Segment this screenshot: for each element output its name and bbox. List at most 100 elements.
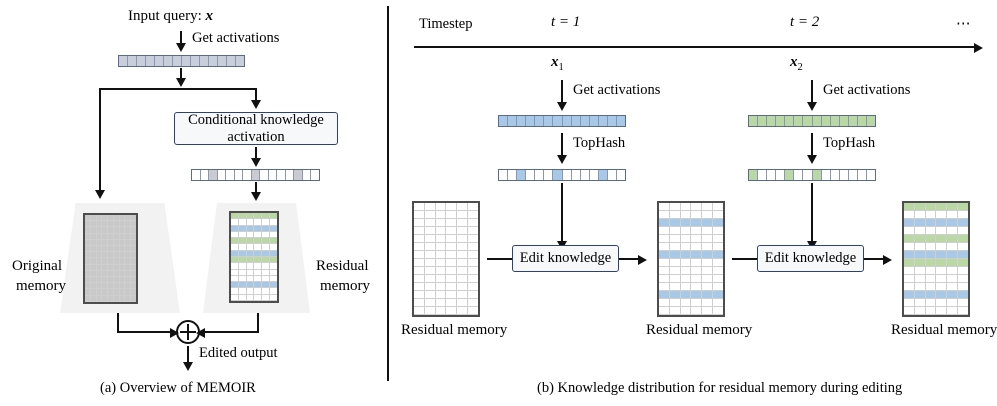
memory-grid-cell bbox=[246, 219, 255, 226]
memory-grid-cell bbox=[96, 264, 103, 271]
tophash-label-t1: TopHash bbox=[573, 135, 626, 151]
memory-grid-cell bbox=[108, 239, 114, 247]
memory-grid-cell bbox=[958, 211, 968, 219]
vector-cell bbox=[767, 170, 777, 180]
memory-grid-row bbox=[659, 267, 723, 275]
vector-cell bbox=[302, 170, 312, 180]
memory-grid-cell bbox=[270, 250, 277, 257]
memory-grid-cell bbox=[424, 267, 436, 275]
memory-grid-cell bbox=[238, 250, 247, 257]
memory-grid-cell bbox=[414, 299, 425, 307]
conditional-knowledge-activation-box[interactable]: Conditional knowledge activation bbox=[174, 112, 338, 145]
memory-grid-cell bbox=[231, 256, 239, 264]
memory-grid-cell bbox=[669, 219, 681, 227]
edit-knowledge-box-1[interactable]: Edit knowledge bbox=[512, 245, 619, 272]
timestep-1-label: t = 1 bbox=[551, 14, 581, 30]
memory-grid-cell bbox=[468, 291, 478, 299]
timestep-ellipsis: ⋯ bbox=[956, 16, 971, 32]
memory-grid-cell bbox=[435, 243, 447, 251]
memory-grid-cell bbox=[680, 259, 692, 267]
memory-grid-cell bbox=[435, 211, 447, 219]
memory-grid-cell bbox=[262, 231, 271, 239]
memory-grid-cell bbox=[254, 288, 263, 295]
memory-grid-cell bbox=[435, 235, 447, 243]
memory-grid-cell bbox=[414, 291, 425, 299]
memory-grid-row bbox=[414, 251, 478, 259]
memory-grid-cell bbox=[270, 282, 277, 289]
memory-grid-cell bbox=[914, 259, 926, 267]
memory-grid-cell bbox=[925, 275, 937, 283]
memory-grid-row bbox=[414, 259, 478, 267]
vector-cell bbox=[803, 116, 813, 126]
edit2-to-grid2-arrow bbox=[883, 254, 892, 265]
memory-grid-cell bbox=[659, 259, 670, 267]
tophash-shaft-t1 bbox=[561, 133, 564, 157]
memory-grid-cell bbox=[414, 227, 425, 235]
memory-grid-cell bbox=[108, 221, 114, 228]
memory-grid-cell bbox=[102, 221, 109, 228]
memory-grid-row bbox=[414, 283, 478, 291]
memory-grid-cell bbox=[90, 227, 97, 234]
memory-grid-cell bbox=[424, 203, 436, 211]
memory-grid-cell bbox=[125, 283, 132, 290]
memory-grid-cell bbox=[424, 291, 436, 299]
memory-grid-cell bbox=[680, 203, 692, 211]
memory-grid-cell bbox=[457, 203, 469, 211]
memory-grid-cell bbox=[958, 291, 968, 299]
right-branch-arrow-a bbox=[250, 100, 261, 109]
memory-grid-cell bbox=[113, 227, 120, 234]
vector-cell bbox=[236, 56, 244, 66]
edited-output-shaft bbox=[187, 346, 190, 364]
memory-grid-cell bbox=[231, 250, 239, 257]
memory-grid-cell bbox=[669, 299, 681, 307]
memory-grid-cell bbox=[925, 243, 937, 251]
vector-cell bbox=[758, 116, 768, 126]
memory-grid-cell bbox=[691, 235, 703, 243]
activation-vector-t2 bbox=[748, 115, 876, 127]
memory-grid-cell bbox=[904, 283, 915, 291]
memory-grid-cell bbox=[424, 235, 436, 243]
memory-grid-cell bbox=[713, 243, 723, 251]
memory-grid-cell bbox=[96, 215, 103, 222]
edited-output-label: Edited output bbox=[199, 345, 278, 361]
memory-grid-cell bbox=[702, 299, 714, 307]
memory-grid-cell bbox=[691, 267, 703, 275]
edit-knowledge-box-2[interactable]: Edit knowledge bbox=[757, 245, 864, 272]
memory-grid-cell bbox=[914, 211, 926, 219]
memory-grid-cell bbox=[669, 251, 681, 259]
vector-cell bbox=[821, 116, 831, 126]
memory-grid-cell bbox=[680, 243, 692, 251]
memory-grid-cell bbox=[108, 215, 114, 222]
memory-grid-cell bbox=[659, 251, 670, 259]
memory-grid-row bbox=[85, 295, 136, 302]
memory-grid-cell bbox=[102, 295, 109, 302]
vector-cell bbox=[544, 170, 554, 180]
vector-cell bbox=[830, 116, 840, 126]
memory-grid-row bbox=[904, 283, 968, 291]
memory-grid-row bbox=[231, 250, 277, 257]
query-2-symbol: x bbox=[790, 54, 798, 70]
memory-grid-cell bbox=[424, 251, 436, 259]
memory-grid-cell bbox=[691, 291, 703, 299]
residual-memory-grid-2 bbox=[902, 201, 970, 317]
memory-grid-cell bbox=[113, 289, 120, 296]
memory-grid-row bbox=[414, 203, 478, 211]
memory-grid-cell bbox=[131, 233, 136, 240]
memory-grid-cell bbox=[108, 246, 114, 253]
memory-grid-row bbox=[904, 227, 968, 235]
memory-grid-cell bbox=[958, 283, 968, 291]
memory-grid-row bbox=[414, 299, 478, 307]
input-query-text: Input query: bbox=[128, 8, 202, 24]
memory-grid-cell bbox=[659, 211, 670, 219]
vector-cell bbox=[785, 116, 795, 126]
vector-cell bbox=[294, 170, 303, 180]
memory-grid-cell bbox=[936, 307, 948, 315]
memory-grid-cell bbox=[96, 239, 103, 247]
memory-grid-cell bbox=[702, 267, 714, 275]
memory-grid-cell bbox=[90, 221, 97, 228]
memory-grid-cell bbox=[96, 289, 103, 296]
memory-grid-cell bbox=[254, 275, 263, 283]
memory-grid-cell bbox=[108, 258, 114, 265]
memory-grid-cell bbox=[446, 267, 458, 275]
edit2-to-grid2-line bbox=[864, 258, 886, 261]
